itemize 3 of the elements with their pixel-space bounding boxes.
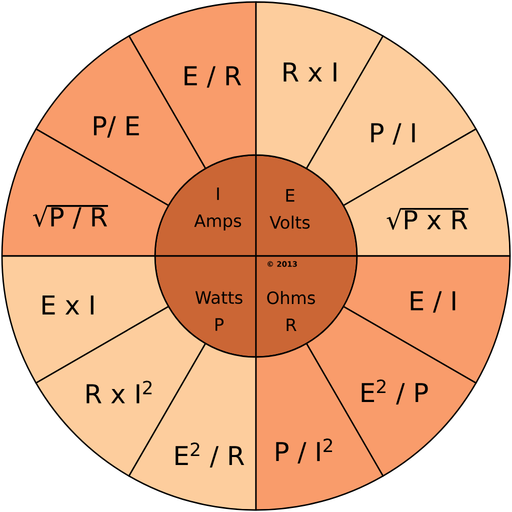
- quadrant: I Amps: [154, 154, 257, 257]
- quadrant: E Volts: [255, 154, 358, 257]
- quadrant: Watts P: [154, 255, 257, 358]
